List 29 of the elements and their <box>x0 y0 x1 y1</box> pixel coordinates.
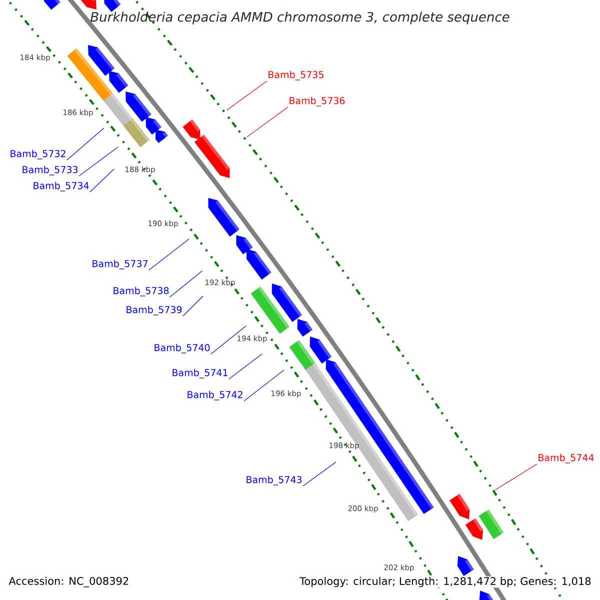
gene-label: Bamb_5742 <box>188 390 242 400</box>
gene-label: Bamb_5739 <box>126 306 182 316</box>
leader-line <box>246 106 288 138</box>
gene-label: Bamb_5734 <box>34 182 89 192</box>
gene-label: Bamb_5738 <box>114 286 169 296</box>
leader-line <box>78 146 118 176</box>
gene-label: Bamb_5743 <box>246 476 302 486</box>
leader-line <box>170 270 202 298</box>
leader-line <box>494 464 538 490</box>
gene-label: Bamb_5740 <box>154 344 210 354</box>
leader-line <box>228 354 262 380</box>
summary-label: Topology: circular; Length: 1,281,472 bp; Genes: 1,018 <box>299 576 592 588</box>
gene-label: Bamb_5732 <box>10 150 66 160</box>
leader-line <box>182 296 204 316</box>
gene-label: Bamb_5736 <box>290 96 345 106</box>
leader-line <box>244 370 284 402</box>
gene-label: Bamb_5744 <box>538 454 594 464</box>
gene-label: Bamb_5741 <box>172 368 228 378</box>
gene-label: Bamb_5733 <box>22 166 78 176</box>
leader-line <box>302 462 336 486</box>
leader-line <box>210 326 246 354</box>
accession-label: Accession: NC_008392 <box>8 576 128 588</box>
gene-label: Bamb_5735 <box>268 70 324 80</box>
leader-line <box>90 168 114 192</box>
leader-line <box>66 128 104 160</box>
title: Burkholderia cepacia AMMD chromosome 3, complete sequence <box>90 12 510 24</box>
leader-line <box>148 238 190 270</box>
leader-line <box>226 80 268 110</box>
gene-label: Bamb_5737 <box>92 260 148 270</box>
